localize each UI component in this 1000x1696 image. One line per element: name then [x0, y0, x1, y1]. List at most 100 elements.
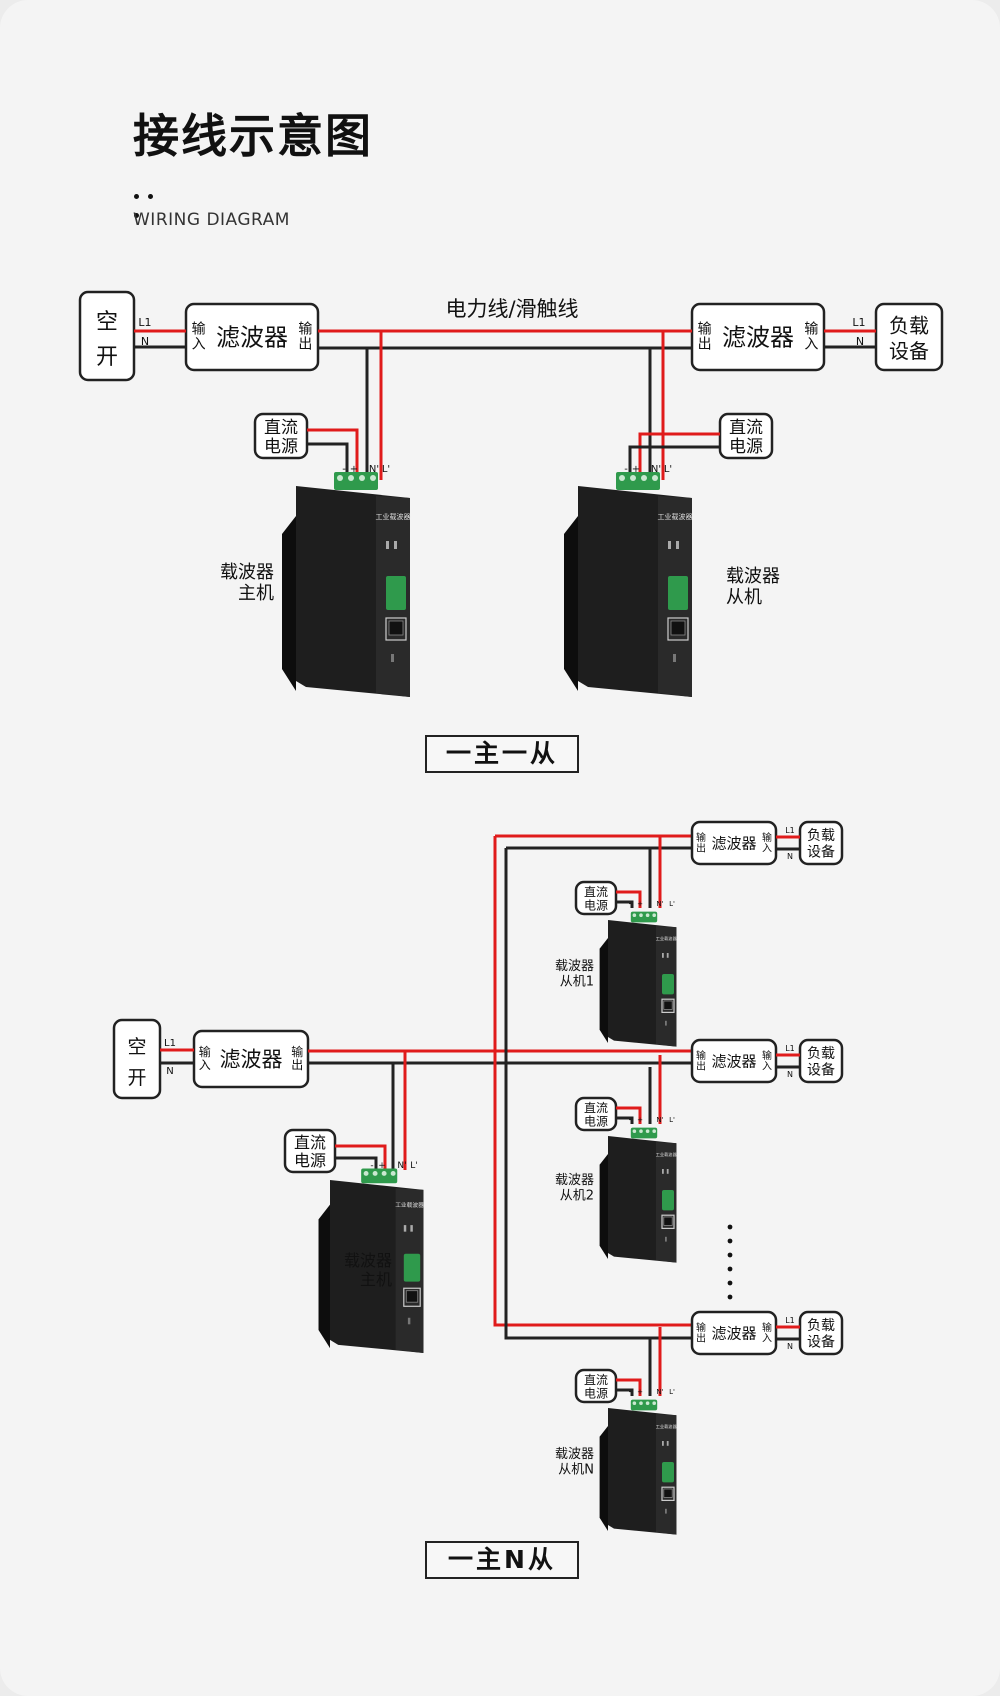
- device-led: [394, 541, 397, 549]
- device-side-terminal: [668, 576, 688, 610]
- device-caption-line: 主机: [238, 583, 274, 604]
- filter-side-label: 输: [804, 322, 818, 338]
- device-ethernet-jack: [405, 1290, 419, 1303]
- device-led: [403, 1225, 407, 1232]
- device-top-terminal: [630, 1399, 658, 1411]
- filter-frame: [690, 1038, 778, 1084]
- filter-side-label: 输: [696, 1049, 706, 1062]
- dc-minus-wire: [628, 445, 720, 480]
- device-caption-line: 载波器: [555, 1173, 594, 1188]
- device-led: [662, 953, 664, 958]
- dc-power-label: 直流: [584, 885, 608, 899]
- filter-side-label: 输: [762, 831, 772, 844]
- terminal-label: L': [664, 464, 672, 475]
- load-frame: [798, 1310, 844, 1356]
- load-label: 设备: [807, 1333, 835, 1350]
- terminal-label: +: [350, 464, 358, 475]
- terminal-screw: [652, 1401, 656, 1405]
- terminal-label: N': [369, 464, 379, 475]
- device-ethernet-jack: [663, 1488, 673, 1498]
- load-label: 负载: [889, 313, 929, 337]
- terminal-label: L': [669, 1388, 675, 1396]
- terminal-label: N': [656, 1388, 663, 1396]
- breaker-label: 空: [96, 310, 118, 335]
- device-din-clip: [282, 516, 296, 691]
- filter-side-label: 输: [762, 1049, 772, 1062]
- terminal-label: +: [637, 1116, 643, 1124]
- filter-frame: [690, 820, 778, 866]
- terminal-label: L': [410, 1161, 418, 1171]
- terminal-label: -: [370, 1161, 373, 1171]
- dc-plus-wire: [616, 890, 642, 908]
- terminal-label: +: [378, 1161, 386, 1171]
- device-reset: [665, 1020, 667, 1026]
- ellipsis-dot: [727, 1280, 733, 1286]
- device-led: [676, 541, 679, 549]
- load-label: 设备: [807, 843, 835, 860]
- terminal-screw: [619, 475, 625, 481]
- load-label: 设备: [889, 339, 929, 363]
- carrier-device: 工业载波器: [599, 1399, 677, 1535]
- dc-power-frame: [574, 880, 618, 916]
- device-led: [666, 953, 669, 958]
- dc-power-label: 直流: [729, 418, 763, 438]
- dc-plus-wire: [307, 428, 359, 480]
- filter-frame: [184, 302, 320, 372]
- dc-power-label: 直流: [294, 1133, 326, 1152]
- filter-side-label: 出: [696, 841, 706, 854]
- dc-plus-wire: [616, 1106, 642, 1124]
- device-side-terminal: [662, 1462, 674, 1483]
- title-dots: [134, 184, 174, 218]
- device-ethernet-jack: [388, 620, 404, 636]
- device-name-label: 工业载波器: [658, 512, 693, 521]
- filter-side-label: 输: [696, 1321, 706, 1334]
- trunk-neutral: [504, 848, 692, 1340]
- terminal-screw: [630, 475, 636, 481]
- breaker-frame: [78, 290, 136, 382]
- wire-label: L1: [164, 1038, 176, 1049]
- filter-label: 滤波器: [722, 324, 794, 352]
- device-ethernet-port: [667, 617, 689, 641]
- device-top-terminal: [361, 1168, 398, 1184]
- load-frame: [798, 820, 844, 866]
- dc-power-label: 直流: [584, 1101, 608, 1115]
- device-reset: [407, 1317, 411, 1325]
- device-name-label: 工业载波器: [395, 1201, 424, 1209]
- filter-side-label: 输: [291, 1044, 303, 1059]
- filter-side-label: 出: [291, 1058, 303, 1072]
- terminal-screw: [632, 1129, 637, 1133]
- terminal-screw: [652, 913, 656, 917]
- dc-minus-wire: [616, 1388, 634, 1396]
- device-ethernet-jack: [670, 620, 686, 636]
- wire-label: N: [141, 335, 149, 348]
- terminal-screw: [359, 475, 365, 481]
- device-name-label: 工业载波器: [656, 935, 678, 942]
- terminal-labels: -+N'L': [629, 1388, 675, 1396]
- filter-side-label: 入: [804, 336, 818, 352]
- device-ethernet-port: [403, 1287, 421, 1307]
- device-ethernet-port: [661, 1214, 675, 1229]
- terminal-screw: [632, 1401, 637, 1405]
- load-label: 负载: [807, 1318, 835, 1334]
- breaker-label: 空: [127, 1036, 146, 1058]
- terminal-label: N': [656, 1116, 663, 1124]
- load-label: 设备: [807, 1061, 835, 1078]
- dc-power-label: 电源: [294, 1151, 326, 1170]
- wire-label: N: [787, 1070, 793, 1079]
- device-side-terminal: [386, 576, 406, 610]
- terminal-label: -: [342, 464, 346, 475]
- dc-power-frame: [574, 1096, 618, 1132]
- filter-label: 滤波器: [711, 1052, 756, 1070]
- device-reset: [673, 654, 676, 662]
- page-subtitle: WIRING DIAGRAM: [133, 210, 290, 230]
